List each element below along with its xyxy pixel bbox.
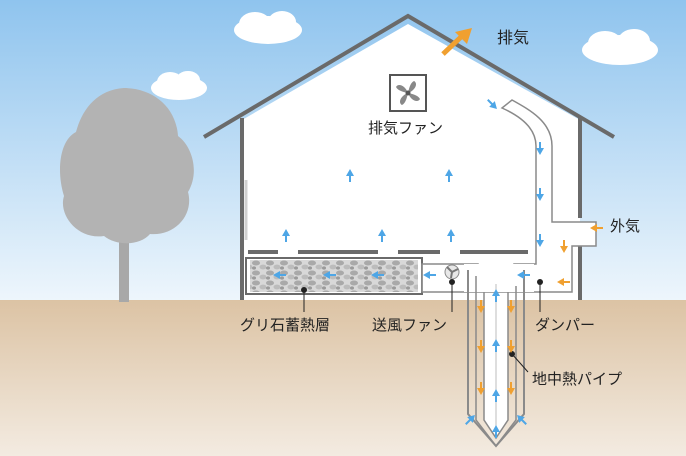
geothermal-pipe-label: 地中熱パイプ: [532, 370, 623, 388]
supply-fan-icon: [444, 264, 460, 280]
warm-air-arrows: [477, 224, 603, 395]
damper-marker: [537, 279, 543, 285]
exhaust-arrow: [441, 28, 472, 56]
geothermal-pipe-shell: [467, 270, 525, 448]
clouds: [151, 11, 658, 100]
outside-air-label: 外気: [610, 217, 641, 235]
supply-fan-label: 送風ファン: [372, 316, 448, 334]
roof: [202, 13, 616, 139]
house-interior: [242, 24, 580, 300]
exhaust-fan-label: 排気ファン: [368, 119, 444, 137]
tree: [60, 88, 194, 302]
ground: [0, 300, 686, 456]
damper-label: ダンパー: [535, 316, 596, 334]
gravel-storage-label: グリ石蓄熱層: [240, 316, 331, 334]
leader-lines: [301, 279, 541, 373]
exhaust-fan-icon: [389, 74, 427, 112]
exhaust-label: 排気: [497, 28, 530, 47]
